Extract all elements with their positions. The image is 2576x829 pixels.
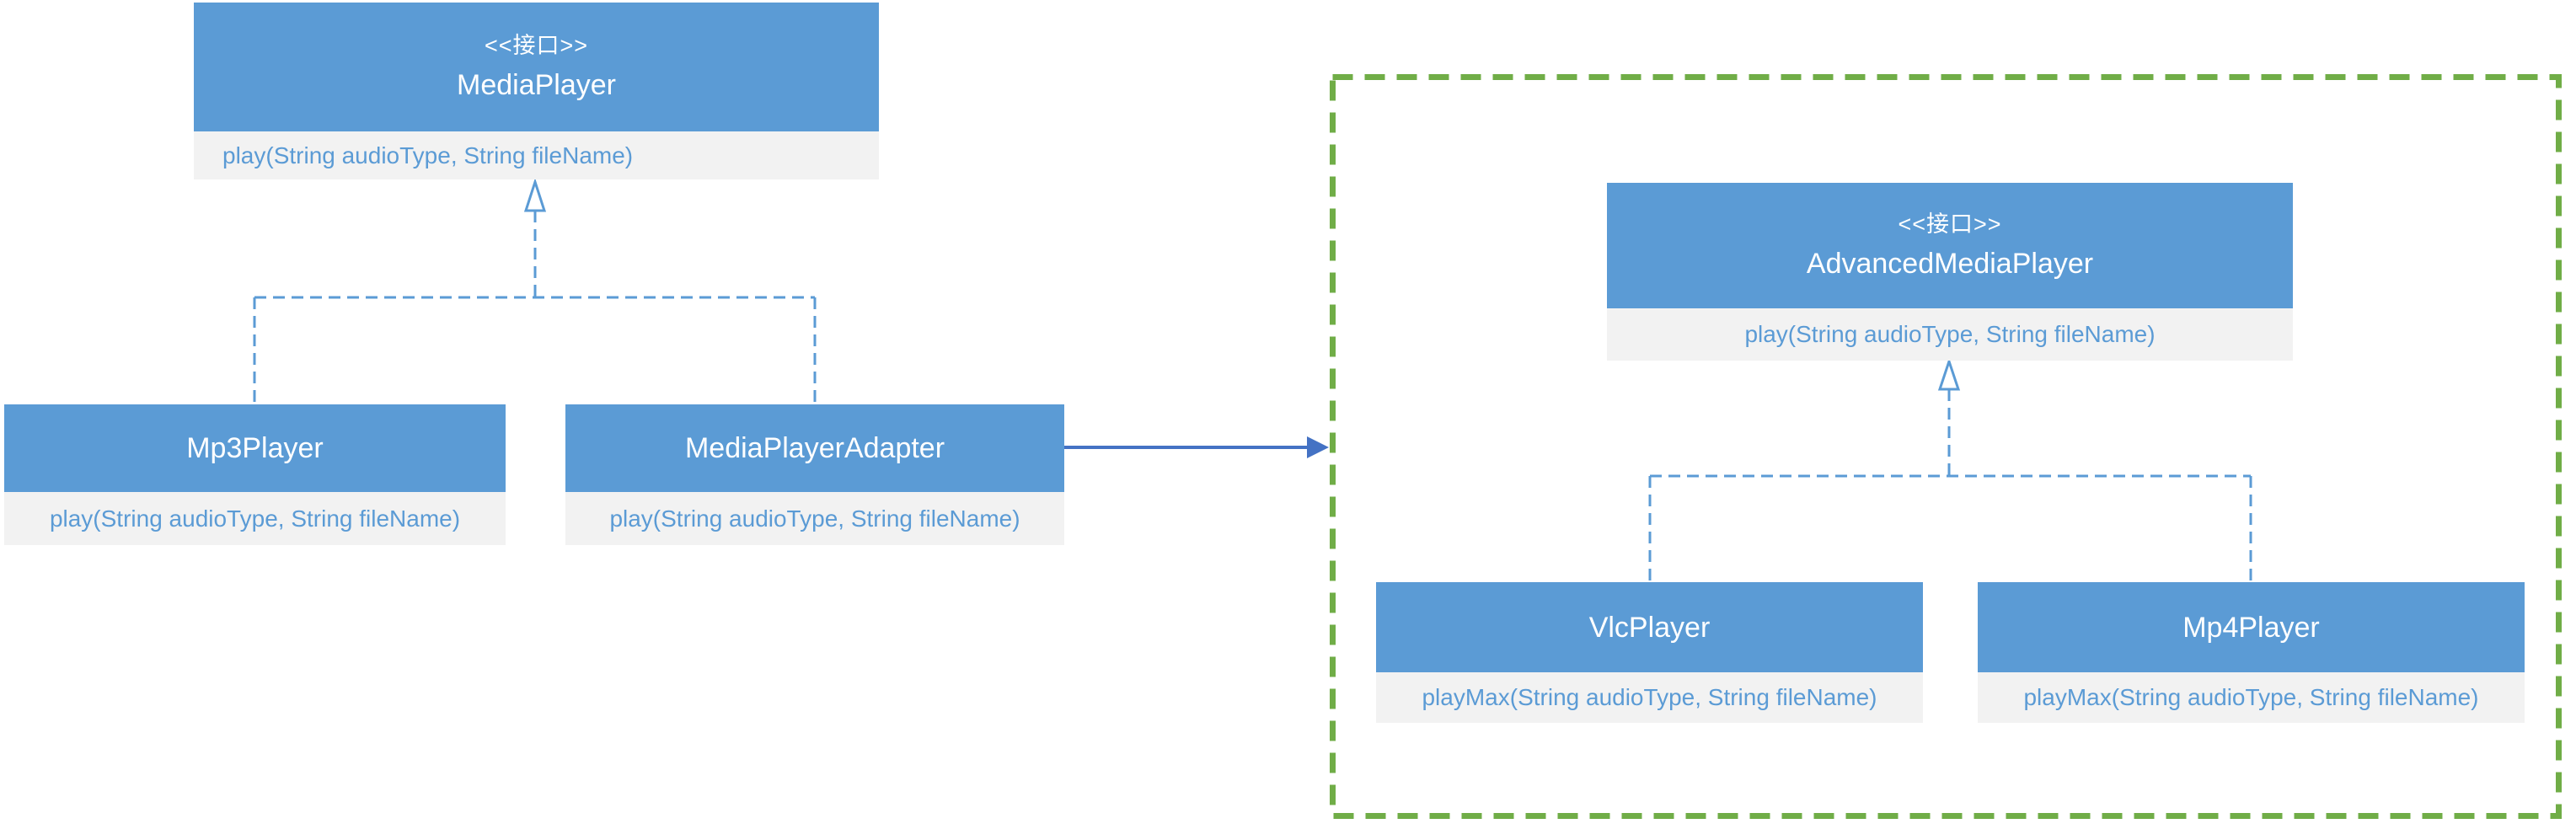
hollow-triangle-arrowhead — [1937, 357, 1961, 391]
mediaplayer-method: play(String audioType, String fileName) — [194, 131, 879, 179]
vlcplayer-title: VlcPlayer — [1588, 611, 1711, 644]
mp3player-title: Mp3Player — [186, 432, 324, 464]
class-box-mediaplayer[interactable]: <<接口>> MediaPlayer play(String audioType… — [194, 3, 879, 179]
mediaplayer-realization-connector — [253, 178, 817, 404]
mediaplayer-title: MediaPlayer — [457, 69, 616, 101]
vlcplayer-header: VlcPlayer — [1376, 582, 1923, 672]
mediaplayeradapter-title: MediaPlayerAdapter — [684, 432, 945, 464]
advancedmediaplayer-stereotype: <<接口>> — [1898, 211, 2002, 237]
filled-arrowhead — [1307, 436, 1329, 458]
adapter-to-adaptee-arrow — [1064, 436, 1329, 458]
class-box-mp3player[interactable]: Mp3Player play(String audioType, String … — [4, 404, 506, 545]
advancedmediaplayer-realization-connector — [1648, 357, 2252, 582]
mp4player-title: Mp4Player — [2182, 611, 2320, 644]
class-box-advancedmediaplayer[interactable]: <<接口>> AdvancedMediaPlayer play(String a… — [1607, 183, 2293, 361]
mp3player-method: play(String audioType, String fileName) — [4, 492, 506, 545]
mediaplayeradapter-method: play(String audioType, String fileName) — [565, 492, 1064, 545]
class-box-mediaplayeradapter[interactable]: MediaPlayerAdapter play(String audioType… — [565, 404, 1064, 545]
advancedmediaplayer-header: <<接口>> AdvancedMediaPlayer — [1607, 183, 2293, 308]
hollow-triangle-arrowhead — [523, 178, 547, 212]
adaptee-group-border — [1330, 74, 2562, 819]
mediaplayeradapter-header: MediaPlayerAdapter — [565, 404, 1064, 492]
mediaplayer-header: <<接口>> MediaPlayer — [194, 3, 879, 131]
mediaplayer-stereotype: <<接口>> — [484, 33, 589, 58]
mp3player-header: Mp3Player — [4, 404, 506, 492]
advancedmediaplayer-method: play(String audioType, String fileName) — [1607, 308, 2293, 361]
vlcplayer-method: playMax(String audioType, String fileNam… — [1376, 672, 1923, 723]
mp4player-method: playMax(String audioType, String fileNam… — [1978, 672, 2525, 723]
advancedmediaplayer-title: AdvancedMediaPlayer — [1806, 248, 2094, 280]
mp4player-header: Mp4Player — [1978, 582, 2525, 672]
class-box-mp4player[interactable]: Mp4Player playMax(String audioType, Stri… — [1978, 582, 2525, 723]
class-box-vlcplayer[interactable]: VlcPlayer playMax(String audioType, Stri… — [1376, 582, 1923, 723]
